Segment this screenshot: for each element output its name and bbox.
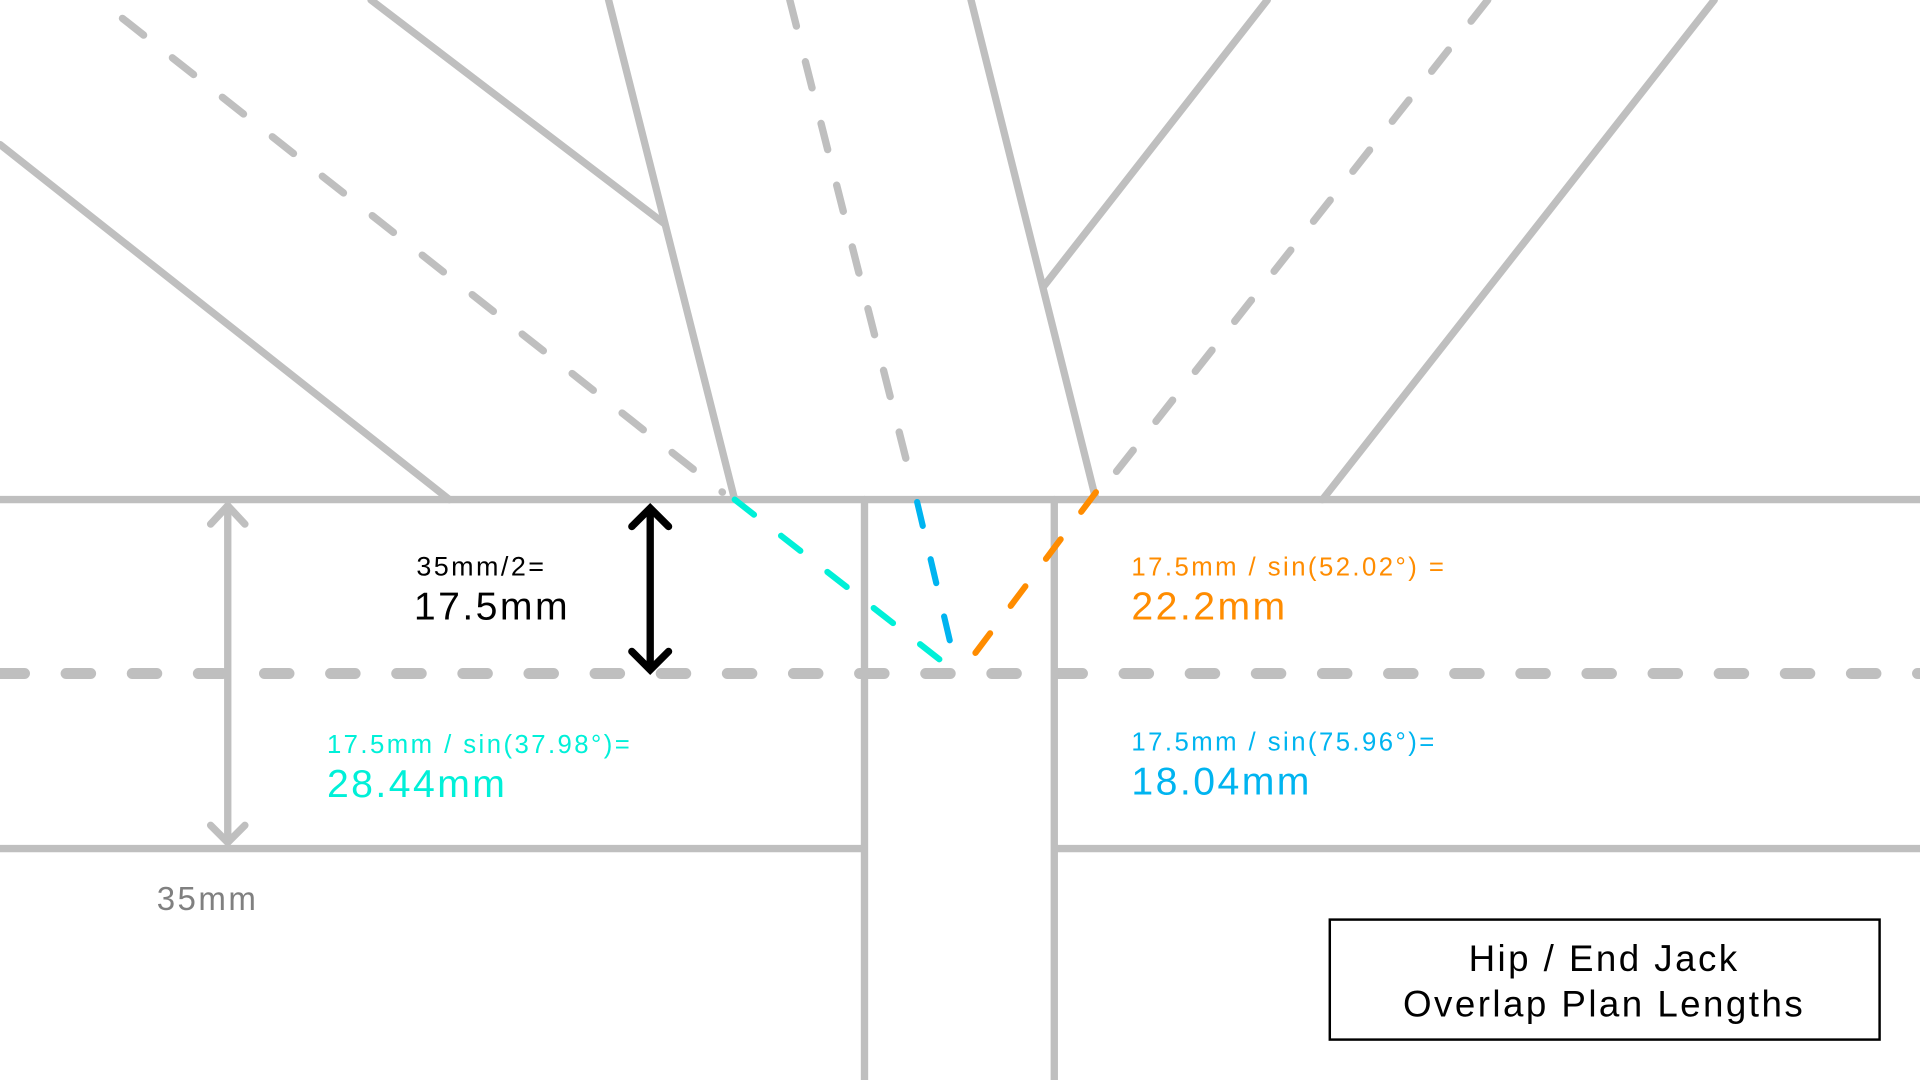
orange-overlap-line xyxy=(956,489,1099,677)
hip-left-centre-line xyxy=(118,14,727,496)
cyan-overlap-line xyxy=(731,496,961,677)
end-jack-right-edge xyxy=(967,0,1100,504)
title-box: Hip / End Jack Overlap Plan Lengths xyxy=(1328,918,1881,1041)
overlap-lines xyxy=(731,489,1099,677)
title-line-1: Hip / End Jack xyxy=(1469,938,1740,979)
hip-right-centre-line xyxy=(1098,0,1492,494)
width-dimension-arrow xyxy=(206,500,249,848)
arrow-up-icon xyxy=(206,500,249,528)
half-formula: 35mm/2= xyxy=(416,552,546,582)
hip-left-outer-edge xyxy=(0,140,454,504)
arrow-down-icon xyxy=(628,647,673,675)
hip-right-outer-edge xyxy=(1318,0,1718,504)
end-jack-left-edge xyxy=(604,0,739,504)
cyan-value: 28.44mm xyxy=(327,763,507,806)
centre-lines xyxy=(0,0,1920,679)
title-line-2: Overlap Plan Lengths xyxy=(1403,983,1805,1024)
blue-value: 18.04mm xyxy=(1131,761,1311,804)
half-dimension-arrow xyxy=(628,502,673,675)
end-jack-centre-line xyxy=(786,0,916,488)
orange-value: 22.2mm xyxy=(1131,586,1287,629)
arrow-up-icon xyxy=(628,502,673,531)
blue-formula: 17.5mm / sin(75.96°)= xyxy=(1131,729,1436,757)
arrow-down-icon xyxy=(206,821,249,848)
half-value: 17.5mm xyxy=(414,586,570,629)
hip-right-inner-edge xyxy=(1040,0,1272,289)
orange-formula: 17.5mm / sin(52.02°) = xyxy=(1131,554,1446,582)
hip-left-inner-edge xyxy=(367,0,669,228)
cyan-formula: 17.5mm / sin(37.98°)= xyxy=(327,731,632,759)
width-label: 35mm xyxy=(157,881,259,918)
